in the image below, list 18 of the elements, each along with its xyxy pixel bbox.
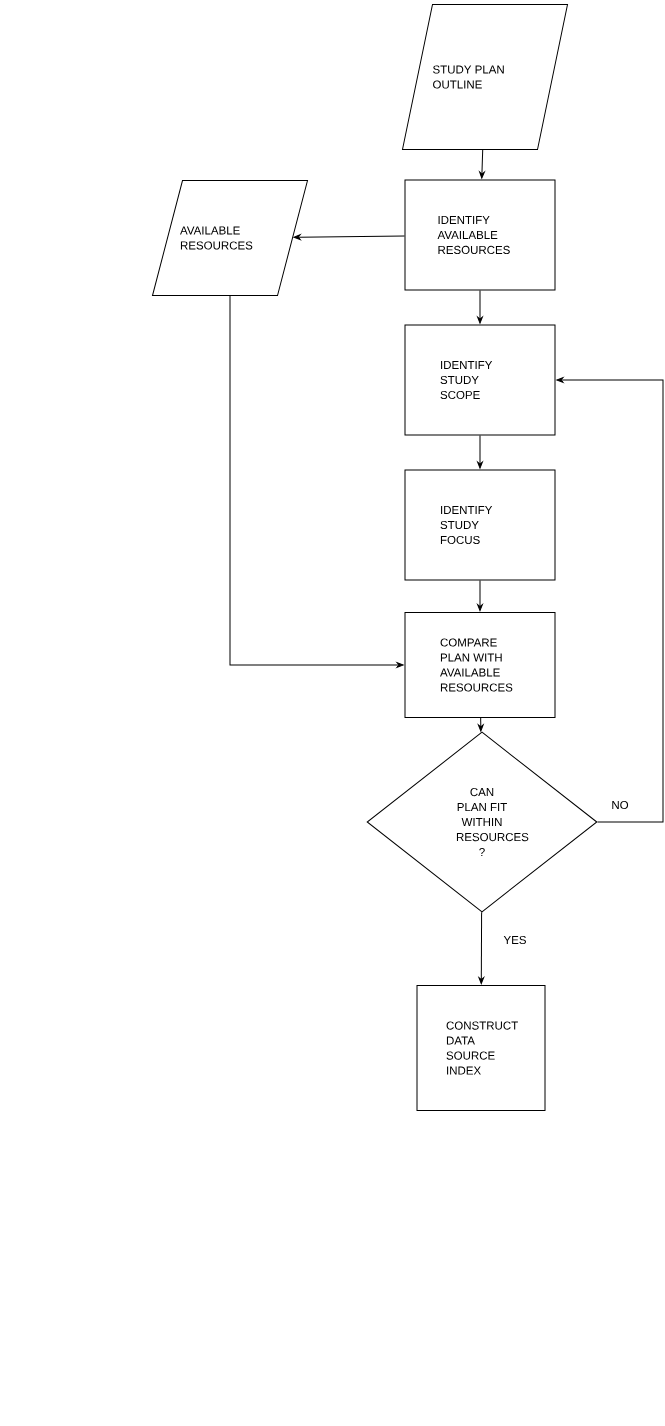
process-box: CONSTRUCT DATA SOURCE INDEX <box>416 985 546 1111</box>
arrow <box>477 580 483 612</box>
arrow <box>477 435 483 469</box>
process-box: COMPARE PLAN WITH AVAILABLE RESOURCES <box>404 612 556 718</box>
arrow <box>229 295 404 668</box>
edge-label: NO <box>609 798 631 812</box>
data-parallelogram: AVAILABLE RESOURCES <box>152 180 308 296</box>
process-box: IDENTIFY STUDY SCOPE <box>404 324 556 436</box>
arrow <box>477 290 483 324</box>
edge-label: YES <box>501 933 529 947</box>
arrow <box>477 717 484 732</box>
data-parallelogram: STUDY PLAN OUTLINE <box>402 4 568 150</box>
process-box: IDENTIFY AVAILABLE RESOURCES <box>404 179 556 291</box>
arrow <box>478 911 485 985</box>
arrow <box>293 234 405 241</box>
arrow <box>479 149 485 179</box>
arrow <box>556 377 664 823</box>
process-box: IDENTIFY STUDY FOCUS <box>404 469 556 581</box>
